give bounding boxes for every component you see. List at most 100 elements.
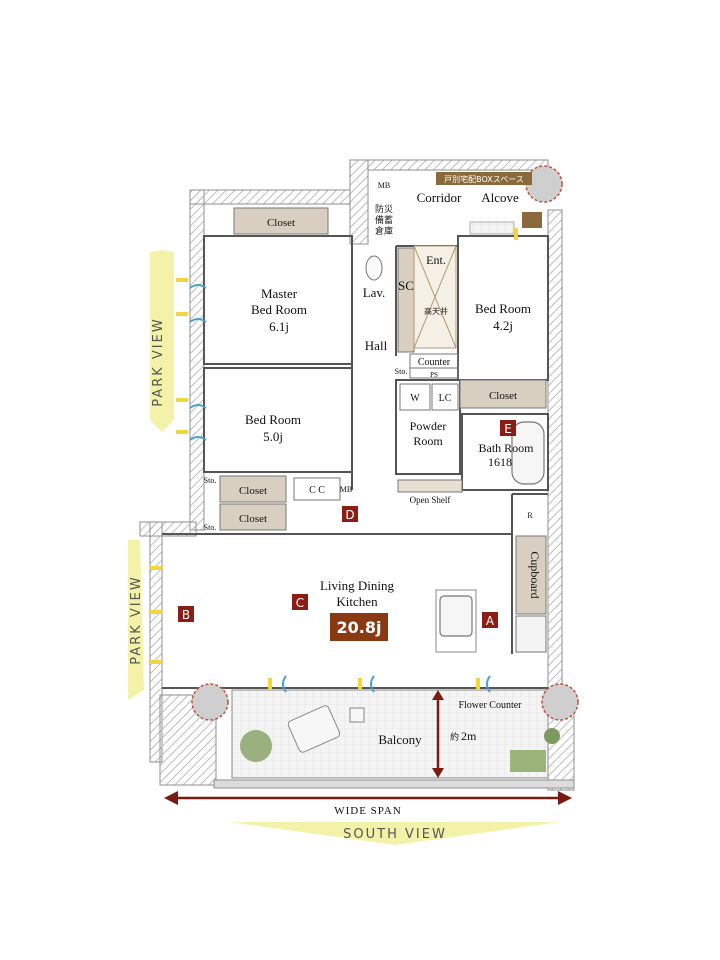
- sunlight-icon: [176, 398, 188, 402]
- cupboard-label: Cupboard: [528, 551, 542, 598]
- powder-label-1: Powder: [410, 419, 447, 433]
- pillars: [191, 165, 579, 721]
- south-view-arrow: [230, 822, 560, 845]
- pillar-icon: [541, 683, 579, 721]
- mb-label-mid: MB: [340, 485, 352, 494]
- ldk-area-badge: [330, 613, 388, 641]
- alcove-label: Alcove: [481, 190, 519, 205]
- ldk-label-2: Kitchen: [336, 594, 378, 609]
- marker-a-box: [482, 612, 498, 628]
- bed-left-area: 5.0j: [263, 429, 283, 444]
- park-view-upper-label: PARK VIEW: [151, 317, 166, 406]
- kitchen-counter: [435, 589, 477, 653]
- closet-top: [233, 207, 329, 235]
- airflow-icon: [189, 436, 207, 441]
- sink: [439, 595, 473, 637]
- master-bed-area: 6.1j: [269, 319, 289, 334]
- balcony-chair: [287, 705, 341, 753]
- park-view-lower-arrow: [128, 540, 144, 700]
- powder-label-2: Room: [413, 434, 443, 448]
- bousai-label-2: 備蓄: [375, 214, 393, 226]
- flower-planter: [510, 750, 546, 772]
- bath-size: 1618: [488, 455, 512, 469]
- bathtub: [511, 421, 545, 485]
- toilet: [365, 255, 383, 281]
- airflow-icon: [282, 675, 287, 693]
- plant-icon: [240, 730, 272, 762]
- bed-left-label: Bed Room: [245, 412, 301, 427]
- sunlight-icon: [150, 610, 162, 614]
- counter-label: Counter: [418, 357, 451, 368]
- wide-span-arrow: [164, 791, 572, 805]
- fixtures: [365, 255, 545, 485]
- sunlight-icon: [150, 660, 162, 664]
- sunlight-icon: [358, 678, 362, 690]
- marker-d: D: [345, 508, 354, 522]
- marker-a: A: [486, 614, 495, 628]
- sc-shelf: [397, 247, 415, 353]
- corridor-label: Corridor: [417, 190, 462, 205]
- view-markers: A B C D E: [178, 420, 516, 628]
- interior-walls: [162, 235, 549, 689]
- entrance: [413, 221, 515, 349]
- sunlight-icon: [176, 278, 188, 282]
- closet-mid-1: [219, 475, 287, 503]
- sunlight-icon: [268, 678, 272, 690]
- airflow-icon: [189, 404, 207, 409]
- sunlight-icon: [476, 678, 480, 690]
- ps-label: PS: [430, 371, 438, 379]
- closets: [219, 207, 547, 653]
- box-space-block: [522, 212, 542, 228]
- bed-right-area: 4.2j: [493, 318, 513, 333]
- ldk-label-1: Living Dining: [320, 578, 395, 593]
- wide-span-label: WIDE SPAN: [334, 805, 402, 817]
- sto-label-3: Sto.: [395, 367, 408, 376]
- stove: [515, 615, 547, 653]
- closet-mid-2-label: Closet: [239, 513, 267, 525]
- south-view-label: SOUTH VIEW: [343, 827, 447, 842]
- sc-label: SC: [398, 278, 414, 293]
- bousai-label-1: 防災: [375, 203, 393, 215]
- koutenjou-label: 高天井: [424, 306, 448, 316]
- cc-closet: [293, 477, 341, 501]
- marker-e-box: [500, 420, 516, 436]
- flower-counter-label: Flower Counter: [458, 700, 522, 711]
- bath-label: Bath Room: [478, 441, 534, 455]
- cc-label: C C: [309, 485, 325, 496]
- sunlight-icon: [150, 566, 162, 570]
- marker-b-box: [178, 606, 194, 622]
- balcony-floor: [231, 689, 549, 779]
- pillar-icon: [191, 683, 229, 721]
- park-view-upper-arrow: [150, 250, 174, 432]
- sto-label-1: Sto.: [204, 476, 217, 485]
- ent-label: Ent.: [426, 253, 446, 267]
- master-bed-label-1: Master: [261, 286, 298, 301]
- cupboard-unit: [515, 535, 547, 615]
- airflow-icon: [189, 318, 207, 323]
- approx-value: 2m: [461, 729, 477, 743]
- view-arrows: [128, 250, 560, 845]
- open-shelf-unit: [397, 479, 463, 493]
- box-space-label: 戸別宅配BOXスペース: [444, 174, 524, 184]
- w-label: W: [410, 393, 420, 404]
- marker-d-box: [342, 506, 358, 522]
- closet-right-label: Closet: [489, 390, 517, 402]
- sunlight-icon: [176, 312, 188, 316]
- balcony-depth-arrow: [432, 690, 444, 778]
- hall-label: Hall: [365, 338, 388, 353]
- closet-mid-1-label: Closet: [239, 485, 267, 497]
- small-labels: Closet Closet Closet Closet Sto. Sto. St…: [204, 174, 542, 743]
- lc-label: LC: [439, 393, 452, 404]
- balcony-side-table: [349, 707, 365, 723]
- r-label: R: [527, 511, 533, 520]
- approx-label: 約: [450, 731, 459, 743]
- balcony-label: Balcony: [378, 732, 422, 747]
- box-space-banner: [436, 172, 532, 185]
- park-view-lower-label: PARK VIEW: [129, 575, 144, 664]
- closet-mid-2: [219, 503, 287, 531]
- wash-unit: [399, 383, 431, 411]
- airflow-icon: [189, 284, 207, 289]
- room-labels: Master Bed Room 6.1j Bed Room 5.0j Bed R…: [245, 286, 534, 747]
- lav-label: Lav.: [363, 285, 386, 300]
